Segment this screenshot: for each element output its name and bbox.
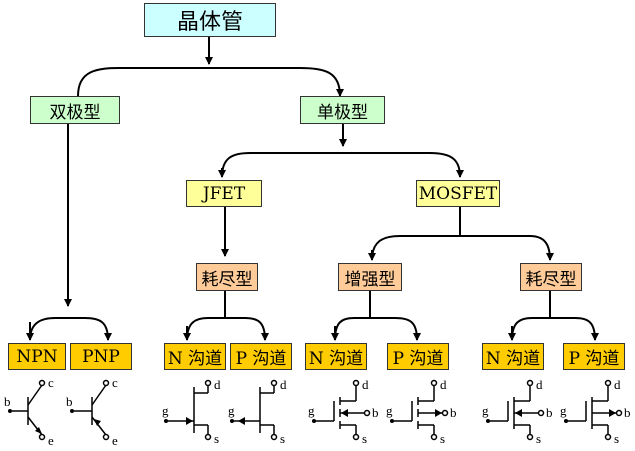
- jfet-n-channel-node: N 沟道: [164, 343, 226, 370]
- mos-enh-p-g-label: g: [386, 403, 393, 418]
- jfet-n-s-label: s: [214, 431, 219, 446]
- mos-dep-p-d-label: d: [614, 377, 621, 392]
- dep-p-channel-node: P 沟道: [563, 343, 625, 370]
- pnp-symbol: b c e: [66, 375, 118, 448]
- npn-e-label: e: [48, 433, 54, 448]
- jfet-n-d-label: d: [214, 377, 221, 392]
- mos-enh-p-s-label: s: [440, 431, 445, 446]
- mosfet-depletion-node: 耗尽型: [520, 263, 582, 291]
- jfet-node: JFET: [186, 180, 262, 207]
- npn-symbol: b c e: [4, 375, 54, 448]
- mos-dep-n-b-label: b: [546, 405, 553, 420]
- mos-dep-n-s-label: s: [536, 431, 541, 446]
- mos-enh-n-s-label: s: [362, 431, 367, 446]
- jfet-p-g-label: g: [228, 403, 235, 418]
- mos-enh-n-symbol: g d b s: [308, 377, 379, 446]
- npn-b-label: b: [4, 394, 11, 409]
- jfet-p-channel-node: P 沟道: [230, 343, 292, 370]
- pnp-b-label: b: [66, 394, 73, 409]
- bipolar-node: 双极型: [30, 96, 120, 124]
- jfet-p-s-label: s: [280, 431, 285, 446]
- mos-dep-n-d-label: d: [536, 377, 543, 392]
- npn-c-label: c: [48, 375, 54, 390]
- mos-enh-p-b-label: b: [450, 405, 457, 420]
- pnp-node: PNP: [70, 343, 132, 370]
- jfet-p-symbol: g d s: [228, 377, 287, 446]
- mos-enh-p-symbol: g d b s: [386, 377, 457, 446]
- pnp-c-label: c: [112, 375, 118, 390]
- mos-dep-n-symbol: g d b s: [482, 377, 553, 446]
- mos-enh-n-g-label: g: [308, 403, 315, 418]
- mos-dep-p-g-label: g: [560, 403, 567, 418]
- root-node: 晶体管: [144, 3, 276, 37]
- unipolar-node: 单极型: [300, 96, 385, 124]
- mos-dep-p-b-label: b: [624, 405, 631, 420]
- mos-dep-p-s-label: s: [614, 431, 619, 446]
- npn-node: NPN: [8, 343, 66, 370]
- mosfet-node: MOSFET: [416, 180, 500, 207]
- jfet-n-symbol: g d s: [162, 377, 221, 446]
- jfet-depletion-node: 耗尽型: [196, 263, 258, 291]
- mos-enh-p-d-label: d: [440, 377, 447, 392]
- dep-n-channel-node: N 沟道: [482, 343, 544, 370]
- mos-dep-p-symbol: g d b s: [560, 377, 631, 446]
- pnp-e-label: e: [112, 433, 118, 448]
- enh-n-channel-node: N 沟道: [305, 343, 367, 370]
- mos-dep-n-g-label: g: [482, 403, 489, 418]
- jfet-p-d-label: d: [280, 377, 287, 392]
- mos-enh-n-d-label: d: [362, 377, 369, 392]
- jfet-n-g-label: g: [162, 403, 169, 418]
- enh-p-channel-node: P 沟道: [387, 343, 449, 370]
- mosfet-enhancement-node: 增强型: [338, 263, 402, 291]
- mos-enh-n-b-label: b: [372, 405, 379, 420]
